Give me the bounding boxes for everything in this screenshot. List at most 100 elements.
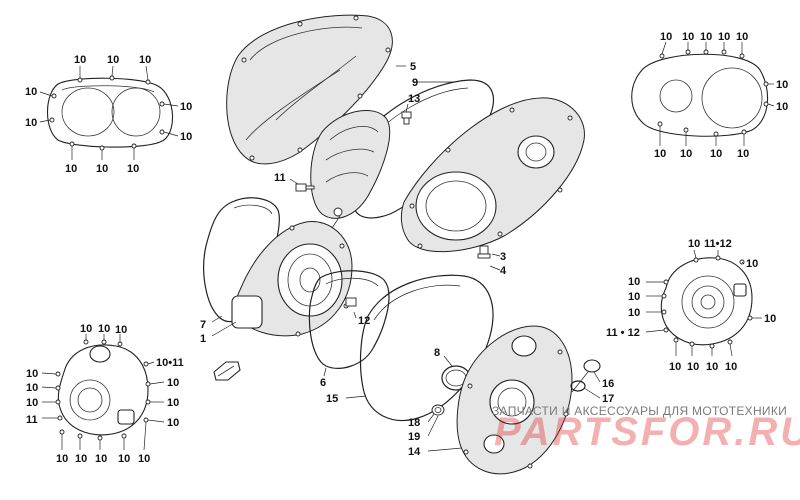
magneto-cover-right-leaders: [645, 249, 762, 357]
callout-bolt: 10: [167, 397, 179, 409]
callout-bolt: 10: [746, 258, 758, 270]
leader-6: [323, 367, 327, 377]
callout-bolt: 10: [700, 31, 712, 43]
leader-16: [593, 371, 601, 383]
o-ring-17: [570, 380, 586, 392]
callout-bolt: 10: [776, 79, 788, 91]
callout-bolt: 10: [98, 323, 110, 335]
magneto-cover-left: [55, 339, 151, 441]
leader-18: [427, 413, 435, 423]
callout-bolt: 10: [688, 238, 700, 250]
callout-combo: 11 • 12: [606, 327, 640, 339]
callout-bolt: 10: [628, 276, 640, 288]
plug-18-ring-19: [431, 404, 445, 416]
callout-11: 11: [274, 172, 286, 184]
callout-bolt: 10: [95, 453, 107, 465]
callout-bolt: 10: [107, 54, 119, 66]
callout-18: 18: [408, 417, 420, 429]
callout-6: 6: [320, 377, 326, 389]
callout-bolt: 10: [680, 148, 692, 160]
callout-bolt: 10: [74, 54, 86, 66]
leader-13: [405, 103, 409, 113]
plug-12: [345, 297, 357, 307]
callout-14: 14: [408, 446, 421, 458]
callout-bolt: 10: [687, 361, 699, 373]
callout-bolt: 10: [725, 361, 737, 373]
magneto-housing-gasket: [308, 270, 390, 369]
magneto-cover-left-leaders: [41, 334, 165, 451]
bolt-13: [401, 111, 412, 125]
magneto-cover-right: [660, 255, 753, 349]
small-clutch-cover-right-leaders: [659, 41, 775, 146]
callout-bolt: 10: [167, 377, 179, 389]
callout-bolt: 10: [75, 453, 87, 465]
callout-19: 19: [408, 431, 420, 443]
crankcase-cover: [456, 325, 573, 475]
outer-cvt-cover: [226, 14, 393, 165]
inner-cvt-cover: [400, 97, 585, 253]
watermark-caption: ЗАПЧАСТИ И АКСЕССУАРЫ ДЛЯ МОТОТЕХНИКИ: [492, 404, 788, 418]
callout-bolt: 10: [167, 417, 179, 429]
callout-1: 1: [200, 333, 206, 345]
leader-11: [289, 178, 299, 185]
callout-bolt: 10: [25, 86, 37, 98]
callout-bolt: 10: [718, 31, 730, 43]
leader-8: [443, 355, 453, 367]
callout-17: 17: [602, 393, 614, 405]
cvt-air-duct: [310, 110, 391, 219]
small-clutch-cover-right: [631, 49, 769, 137]
callout-7: 7: [200, 319, 206, 331]
leader-4: [489, 265, 501, 271]
callout-combo: 11•12: [704, 238, 732, 250]
dipstick-16: [571, 359, 601, 393]
callout-8: 8: [434, 347, 440, 359]
leader-7: [211, 315, 223, 323]
callout-bolt: 10: [139, 54, 151, 66]
callout-5: 5: [410, 61, 416, 73]
magneto-housing: [231, 221, 353, 337]
leader-1: [211, 321, 237, 337]
callout-bolt: 10: [737, 148, 749, 160]
callout-bolt: 10: [776, 101, 788, 113]
callout-3: 3: [500, 251, 506, 263]
callout-bolt: 10: [65, 163, 77, 175]
leader-3: [491, 253, 501, 257]
front-arrow-icon: [213, 361, 241, 381]
bolt-11: [295, 183, 315, 192]
leader-17: [583, 387, 601, 399]
callout-bolt: 10: [628, 307, 640, 319]
watermark-logo: PARTSFOR.RU: [494, 410, 800, 454]
callout-16: 16: [602, 378, 614, 390]
callout-bolt: 10: [764, 313, 776, 325]
callout-bolt: 10: [180, 101, 192, 113]
callout-bolt: 10: [736, 31, 748, 43]
small-clutch-cover-left: [47, 75, 174, 151]
cover-plug-4: [477, 245, 491, 259]
callout-13: 13: [408, 93, 420, 105]
callout-bolt: 10: [180, 131, 192, 143]
callout-bolt: 10: [669, 361, 681, 373]
callout-bolt: 10: [26, 382, 38, 394]
callout-bolt: 10: [628, 291, 640, 303]
callout-bolt: 10: [96, 163, 108, 175]
callout-bolt: 10: [25, 117, 37, 129]
callout-bolt: 10: [127, 163, 139, 175]
callout-bolt: 10: [80, 323, 92, 335]
callout-combo: 10•11: [156, 357, 184, 369]
leader-19: [427, 415, 439, 437]
callout-bolt: 10: [115, 324, 127, 336]
callout-4: 4: [500, 265, 507, 277]
leader-14: [427, 447, 463, 452]
callout-bolt: 10: [26, 368, 38, 380]
callout-9: 9: [412, 77, 418, 89]
leader-2: [331, 215, 341, 229]
callout-bolt: 10: [660, 31, 672, 43]
callout-bolt: 10: [706, 361, 718, 373]
callout-bolt: 10: [654, 148, 666, 160]
callout-15: 15: [326, 393, 338, 405]
leader-12: [353, 311, 357, 319]
callout-bolt: 10: [710, 148, 722, 160]
callout-bolt-alt: 11: [26, 414, 38, 426]
callout-bolt: 10: [138, 453, 150, 465]
